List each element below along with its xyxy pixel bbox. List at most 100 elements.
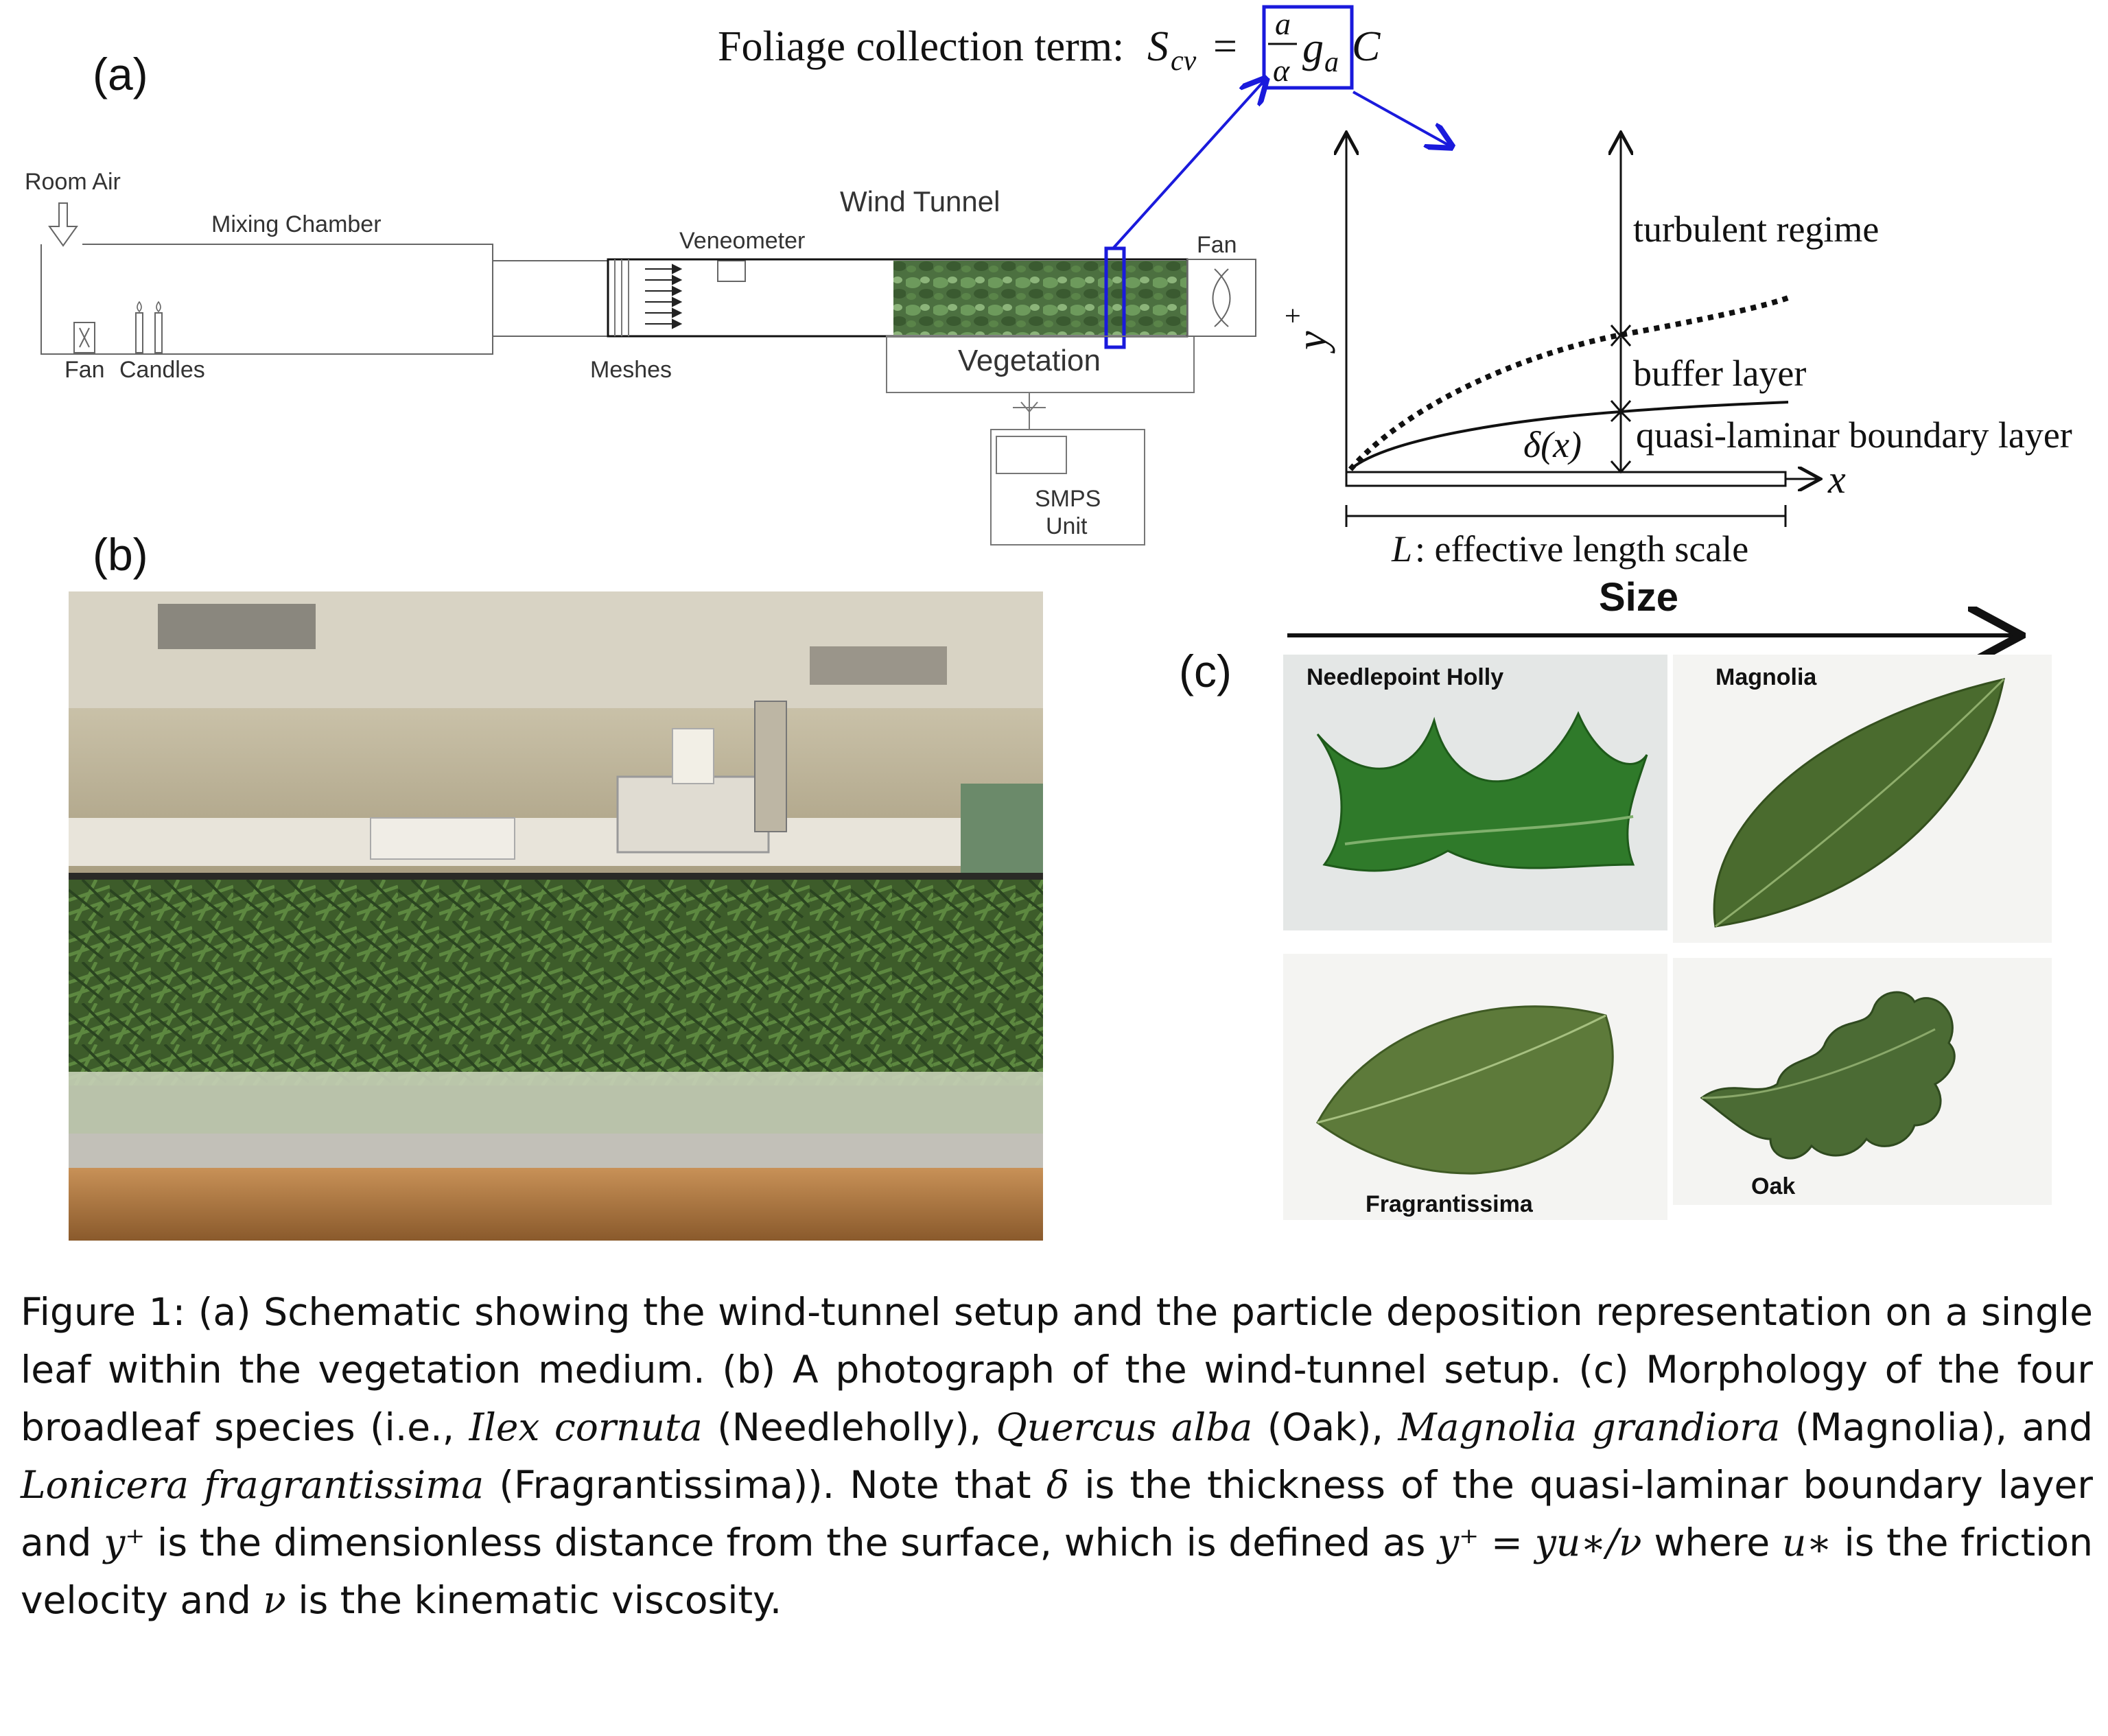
lab-bench-back — [69, 818, 1043, 866]
candle-icon — [154, 312, 163, 353]
leaf-label-fragrantissima: Fragrantissima — [1366, 1191, 1534, 1217]
candles-label: Candles — [119, 357, 205, 383]
vegetation-block — [893, 261, 1187, 335]
delta-label: δ(x) — [1523, 424, 1582, 465]
candle-flame-icon — [137, 301, 161, 313]
regime-arrowheads — [1610, 325, 1632, 474]
meshes-label: Meshes — [590, 357, 672, 383]
caption-text: is the thickness of the quasi-laminar bo… — [21, 1463, 2093, 1564]
magnolia-leaf-vein — [1715, 678, 2005, 928]
lab-bottle — [672, 728, 714, 784]
smps-label-line1: SMPS — [1035, 486, 1101, 512]
y-plus-label: y — [1289, 331, 1335, 354]
gas-regulator — [754, 701, 787, 832]
caption-text: where — [1641, 1521, 1782, 1564]
caption-text: (Needleholly), — [702, 1405, 996, 1449]
panel-label-c: (c) — [1179, 646, 1232, 696]
panel-a-schematic: Foliage collection term: S cv = a α g a … — [25, 5, 2072, 570]
smps-unit-box — [990, 429, 1145, 546]
fragrantissima-leaf-icon — [1316, 1005, 1614, 1175]
fan-left-icon — [79, 327, 90, 348]
equation-label: Foliage collection term: — [718, 23, 1124, 70]
fan-right-icon — [1212, 268, 1231, 327]
equation-lhs: S — [1147, 23, 1169, 70]
ceiling-vent — [810, 646, 947, 685]
laminar-layer-label: quasi-laminar boundary layer — [1636, 414, 2072, 456]
blue-pointer-arrow — [1352, 91, 1449, 145]
fraction-numerator: a — [1275, 6, 1291, 41]
caption-text: is the friction velocity and — [21, 1521, 2093, 1622]
x-axis-label: x — [1827, 457, 1846, 502]
wind-tunnel-label: Wind Tunnel — [840, 185, 1000, 218]
caption-text: is the kinematic viscosity. — [285, 1578, 782, 1622]
figure-caption: Figure 1: (a) Schematic showing the wind… — [21, 1283, 2093, 1629]
turbulent-regime-label: turbulent regime — [1633, 209, 1879, 250]
math-expression: y⁺ = yu∗/ν — [1438, 1521, 1642, 1564]
leaf-label-magnolia: Magnolia — [1715, 664, 1817, 690]
species-name: Magnolia grandiora — [1398, 1405, 1781, 1449]
lab-instrument — [370, 817, 515, 860]
cedar-vegetation — [69, 880, 1043, 1086]
buffer-curve-dotted — [1348, 295, 1790, 471]
vegetation-tray — [886, 336, 1195, 393]
flow-arrows-icon — [645, 263, 683, 329]
blue-link-arrow — [1112, 81, 1264, 250]
candle-icon — [135, 312, 143, 353]
fan-right-box — [1186, 259, 1256, 337]
wooden-bench — [69, 1168, 1043, 1241]
caption-text: Figure 1: (a) Schematic showing the wind… — [21, 1290, 2093, 1449]
panel-label-a: (a) — [93, 49, 148, 99]
length-scale-label: : effective length scale — [1415, 528, 1748, 570]
caption-text: (Fragrantissima)). Note that — [484, 1463, 1046, 1507]
fan-right-label: Fan — [1197, 232, 1237, 258]
equation-c: C — [1352, 23, 1381, 70]
mixing-chamber-outline — [40, 244, 493, 355]
fan-left-label: Fan — [65, 357, 105, 383]
equation-highlight-box — [1262, 5, 1354, 90]
caption-text: is the dimensionless distance from the s… — [145, 1521, 1438, 1564]
size-label: Size — [1599, 576, 1678, 620]
wall-poster — [961, 784, 1043, 887]
math-symbol: ν — [263, 1578, 286, 1622]
species-name: Ilex cornuta — [469, 1405, 703, 1449]
caption-text: (Oak), — [1252, 1405, 1398, 1449]
equation-equals: = — [1213, 23, 1237, 70]
caption-text: (Magnolia), and — [1780, 1405, 2093, 1449]
length-scale-L: L — [1391, 528, 1412, 570]
wind-tunnel-photo — [69, 591, 1043, 1241]
fraction-denominator: α — [1273, 53, 1290, 88]
fan-left-box — [73, 322, 95, 353]
panel-c-leaves: Size Needlepoint Holly Magnolia Fragrant… — [1283, 576, 2052, 1220]
lab-instrument — [616, 775, 770, 854]
oak-leaf-vein — [1701, 1028, 1936, 1099]
vegetation-sample-marker — [1104, 246, 1126, 349]
equation-lhs-sub: cv — [1171, 45, 1197, 77]
leaf-label-needlepoint: Needlepoint Holly — [1307, 664, 1503, 690]
ceiling-vent — [158, 604, 316, 649]
mixing-chamber-label: Mixing Chamber — [211, 211, 382, 237]
valve-icon — [1013, 401, 1046, 413]
species-name: Quercus alba — [996, 1405, 1253, 1449]
leaf-plate — [1345, 471, 1787, 487]
math-symbol: y⁺ — [104, 1521, 145, 1564]
vegetation-label: Vegetation — [958, 344, 1101, 377]
equation-g-sub: a — [1324, 47, 1339, 78]
aluminium-rail — [69, 1134, 1043, 1168]
species-name: Lonicera fragrantissima — [21, 1463, 484, 1507]
veneometer-box — [717, 260, 746, 282]
equation-g: g — [1302, 25, 1324, 71]
smps-screen — [996, 436, 1067, 474]
leaf-label-oak: Oak — [1751, 1173, 1795, 1199]
needlepoint-holly-vein — [1344, 815, 1634, 845]
fragrantissima-leaf-vein — [1317, 1014, 1606, 1124]
math-symbol: δ — [1046, 1463, 1070, 1507]
connector-duct — [492, 260, 609, 337]
meshes-icon — [614, 259, 629, 336]
buffer-layer-label: buffer layer — [1633, 353, 1806, 394]
room-air-label: Room Air — [25, 169, 121, 195]
laminar-curve — [1349, 401, 1789, 471]
veneometer-label: Veneometer — [679, 228, 805, 254]
needlepoint-holly-leaf-icon — [1316, 711, 1648, 872]
y-plus-superscript: + — [1278, 307, 1309, 324]
